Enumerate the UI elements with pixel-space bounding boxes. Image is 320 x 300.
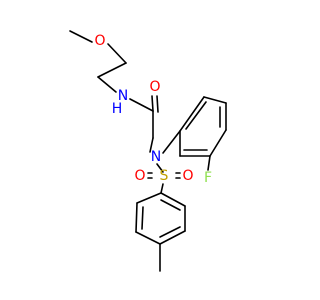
atom-label-o4: O bbox=[182, 168, 193, 184]
bond-ring1-2 bbox=[203, 96, 227, 104]
atom-label-o2: O bbox=[149, 79, 160, 95]
bond-layer bbox=[69, 30, 227, 272]
bond-carbonyl-o2-b bbox=[156, 95, 159, 113]
bond-carbonyl-o2-a bbox=[151, 95, 154, 112]
bond-ring2-4 bbox=[159, 230, 186, 245]
bond-ring1-1-inner bbox=[185, 101, 207, 130]
bond-ring2-2 bbox=[135, 202, 138, 233]
bond-ch2-n1 bbox=[97, 76, 117, 93]
bond-n1-carbonyl bbox=[129, 98, 154, 112]
bond-ch2-n2 bbox=[149, 137, 154, 153]
atom-label-n1: N bbox=[118, 88, 128, 104]
bond-ring2-4-inner bbox=[159, 226, 181, 238]
atom-label-o3: O bbox=[134, 168, 145, 184]
bond-ring1-4 bbox=[209, 129, 227, 157]
bond-n2-s1 bbox=[156, 163, 164, 173]
bond-n2-ring1 bbox=[162, 130, 181, 154]
atom-label-n2: N bbox=[151, 149, 161, 165]
bond-ring2-6 bbox=[160, 192, 186, 207]
bond-o1-ch2 bbox=[107, 43, 127, 64]
atom-label-s1: S bbox=[160, 168, 169, 184]
bond-ring1-1 bbox=[179, 96, 205, 132]
bond-ring2-6-inner bbox=[160, 199, 181, 211]
bond-ring2-3 bbox=[135, 231, 161, 245]
bond-ring2-1 bbox=[136, 192, 162, 204]
bond-s1-ring2 bbox=[160, 183, 164, 194]
atom-label-o1: O bbox=[94, 33, 105, 49]
bond-ch3-o1 bbox=[69, 30, 93, 43]
atom-label-f1: F bbox=[204, 170, 212, 186]
atom-label-layer: O N H O N F S O O bbox=[94, 33, 212, 186]
bond-ring1-f1 bbox=[207, 155, 211, 171]
bond-ch2-ch2 bbox=[97, 62, 127, 78]
atom-label-h1: H bbox=[112, 101, 123, 117]
bond-ring2-2-inner bbox=[141, 206, 144, 230]
molecule-structure-diagram: O N H O N F S O O bbox=[69, 30, 227, 272]
